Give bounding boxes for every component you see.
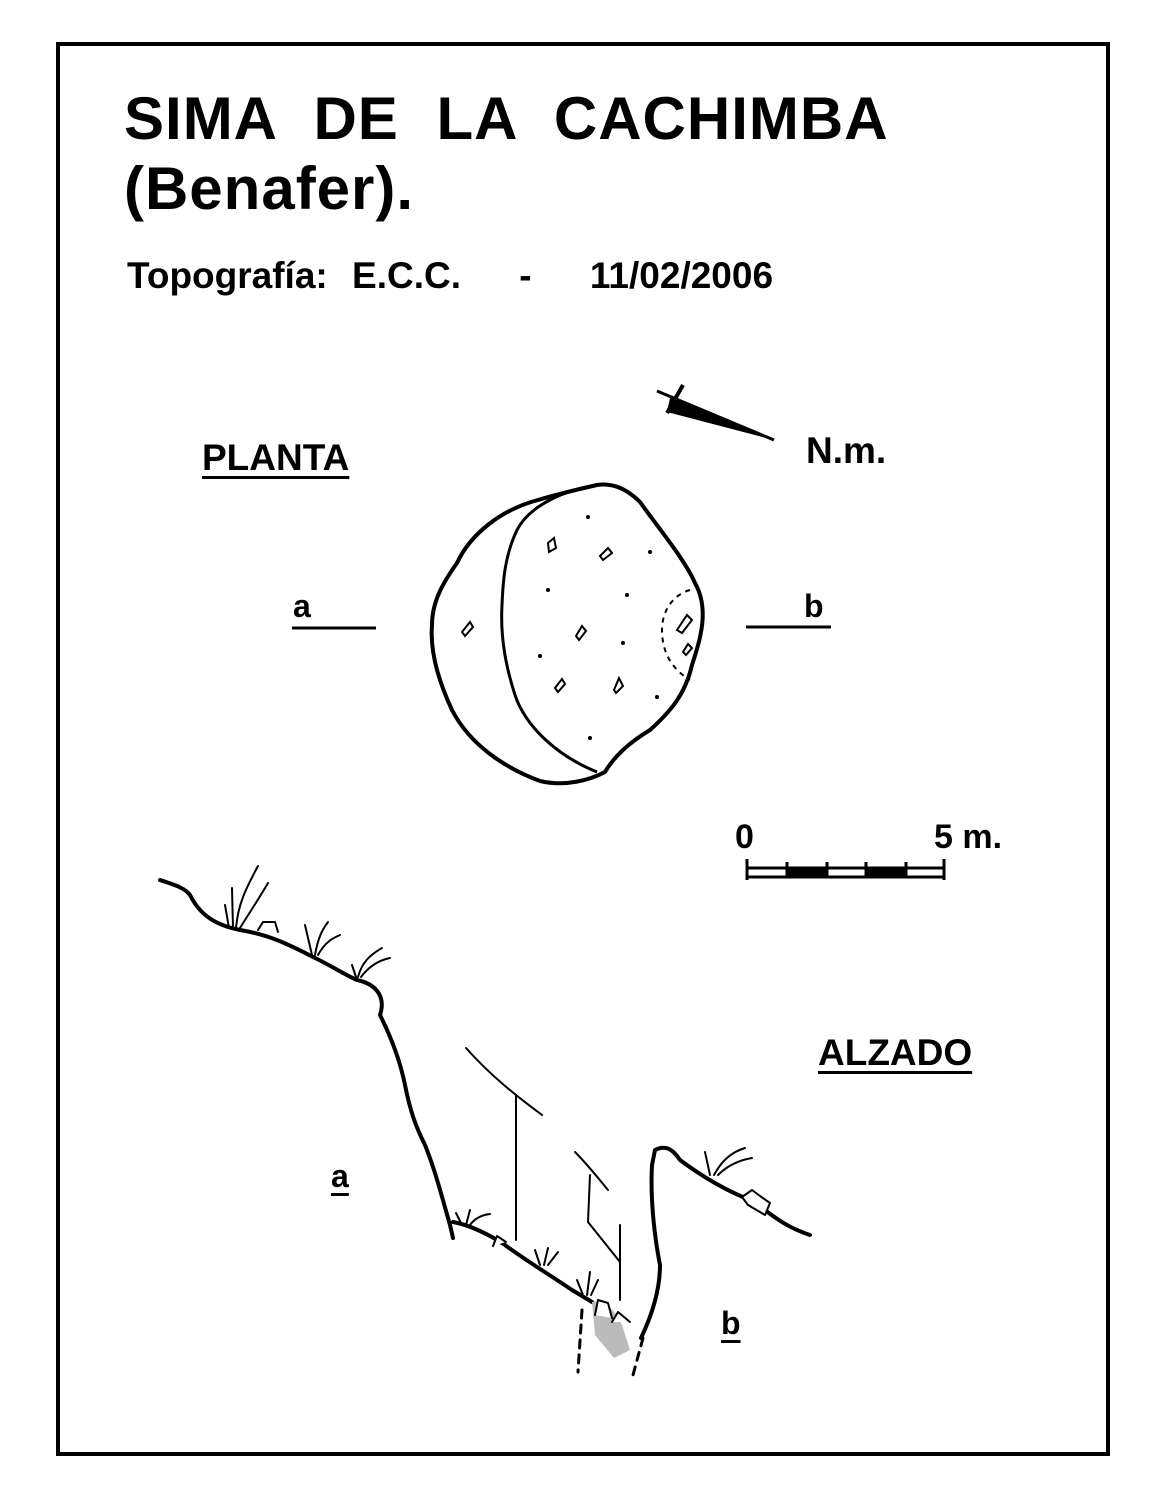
- elevation-label: ALZADO: [818, 1032, 973, 1073]
- map-frame: [56, 42, 1110, 1456]
- plan-dashed-arc: [660, 589, 691, 681]
- survey-credit: Topografía: E.C.C. - 11/02/2006: [127, 255, 773, 297]
- plan-section-b: b: [804, 588, 824, 624]
- elevation-view: [158, 865, 812, 1377]
- survey-date: 11/02/2006: [589, 255, 774, 296]
- elevation-rocks: [257, 921, 771, 1323]
- elevation-point-b: b: [721, 1305, 741, 1341]
- cave-title: SIMA DE LA CACHIMBA (Benafer).: [124, 84, 889, 224]
- survey-separator: -: [519, 255, 532, 296]
- plan-outline: [429, 482, 705, 786]
- grass-tufts-icon: [224, 865, 753, 1296]
- cave-name: SIMA DE LA CACHIMBA: [124, 85, 889, 152]
- elevation-dashed-left: [576, 1308, 584, 1374]
- elevation-internal-lines: [465, 1047, 621, 1301]
- survey-author: E.C.C.: [352, 255, 461, 296]
- scale-zero: 0: [735, 818, 754, 856]
- plan-rock-marks: [460, 536, 694, 695]
- elevation-dashed-right: [631, 1336, 645, 1377]
- elevation-left-profile: [158, 878, 455, 1240]
- north-arrow-icon: [656, 384, 775, 442]
- cave-location: (Benafer).: [124, 155, 415, 222]
- plan-dots: [538, 515, 659, 740]
- plan-section-a: a: [293, 588, 311, 624]
- survey-prefix: Topografía:: [127, 255, 328, 296]
- plan-inner-wall: [500, 483, 598, 774]
- elevation-point-a: a: [331, 1158, 349, 1194]
- scale-bar: [745, 859, 946, 880]
- north-label: N.m.: [806, 430, 887, 471]
- plan-view: [429, 482, 705, 786]
- plan-label: PLANTA: [202, 437, 350, 478]
- elevation-floor: [451, 1220, 594, 1304]
- scale-max: 5 m.: [934, 818, 1003, 856]
